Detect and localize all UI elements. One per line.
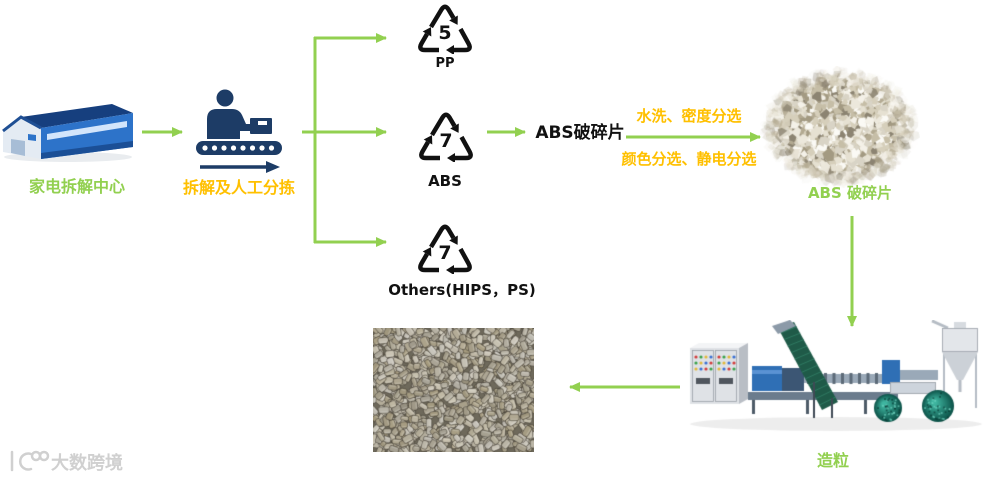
parcel-label [258, 121, 267, 125]
abs-label: ABS [428, 172, 462, 190]
watermark-text: 大数跨境 [51, 452, 123, 474]
warehouse-gable-window [28, 134, 36, 141]
others-resin-code: 7 [438, 242, 451, 264]
pp-resin-code: 5 [438, 22, 451, 44]
parcel-box [250, 118, 272, 134]
watermark-logo [12, 452, 48, 470]
roller [269, 145, 274, 150]
roller [240, 145, 245, 150]
granulation-label: 造粒 [817, 451, 849, 470]
roller [259, 145, 264, 150]
watermark: 大数跨境 [12, 452, 123, 474]
roller [250, 145, 255, 150]
roller [221, 145, 226, 150]
roller [202, 145, 207, 150]
worker-head [217, 90, 234, 107]
abs-flakes-text: ABS破碎片 [535, 122, 624, 143]
roller [212, 145, 217, 150]
manual-sorting-label: 拆解及人工分拣 [183, 178, 295, 197]
conveyor-worker-icon [196, 90, 282, 174]
conveyor-direction-head [266, 161, 280, 173]
watermark-logo-ring [40, 452, 48, 460]
watermark-logo-arc [20, 454, 31, 470]
warehouse-icon [3, 104, 133, 162]
warehouse-door [11, 139, 25, 156]
abs-resin-code: 7 [439, 130, 452, 152]
separation-step-wash-density: 水洗、密度分选 [636, 107, 741, 125]
worker-body [207, 109, 257, 139]
others-label: Others(HIPS，PS) [388, 281, 536, 299]
separation-step-color-electrostatic: 颜色分选、静电分选 [621, 150, 756, 168]
abs-flakes-photo [760, 66, 920, 188]
dismantling-center-label: 家电拆解中心 [29, 177, 125, 196]
roller [231, 145, 236, 150]
pp-label: PP [435, 56, 454, 71]
abs-pellets-photo [373, 328, 534, 452]
granulator-machine-photo [686, 320, 988, 434]
